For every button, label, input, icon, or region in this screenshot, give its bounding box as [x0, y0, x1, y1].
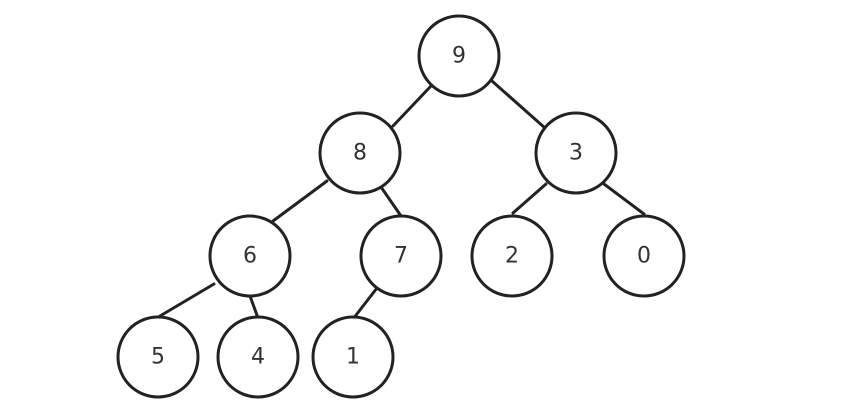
edge-9-8 [391, 84, 433, 128]
node-circle [602, 214, 686, 298]
node-circle [359, 214, 443, 298]
node-circle [417, 14, 501, 98]
tree-node-2: 2 [470, 214, 554, 298]
tree-node-3: 3 [534, 111, 618, 195]
node-label: 0 [637, 244, 651, 269]
node-circle [116, 315, 200, 399]
tree-node-1: 1 [311, 315, 395, 399]
edge-8-7 [379, 185, 403, 218]
node-circle [534, 111, 618, 195]
edge-6-4 [248, 294, 260, 320]
tree-node-4: 4 [216, 315, 300, 399]
tree-node-0: 0 [602, 214, 686, 298]
tree-node-9: 9 [417, 14, 501, 98]
tree-node-5: 5 [116, 315, 200, 399]
node-circle [208, 214, 292, 298]
node-label: 8 [353, 141, 367, 166]
edge-7-1 [351, 286, 379, 321]
edge-9-3 [490, 79, 547, 130]
node-label: 2 [505, 244, 519, 269]
tree-node-8: 8 [318, 111, 402, 195]
node-label: 5 [151, 345, 165, 370]
edge-8-6 [271, 179, 329, 223]
node-label: 1 [346, 345, 360, 370]
tree-node-6: 6 [208, 214, 292, 298]
node-label: 6 [243, 244, 257, 269]
node-label: 4 [251, 345, 265, 370]
node-circle [216, 315, 300, 399]
tree-nodes: 9 8 3 6 7 2 0 5 [116, 14, 686, 399]
node-label: 7 [394, 244, 408, 269]
node-circle [318, 111, 402, 195]
node-label: 3 [569, 141, 583, 166]
node-circle [311, 315, 395, 399]
edge-3-0 [602, 182, 646, 216]
tree-node-7: 7 [359, 214, 443, 298]
edge-6-5 [158, 282, 216, 318]
node-label: 9 [452, 44, 466, 69]
node-circle [470, 214, 554, 298]
edge-3-2 [511, 182, 548, 215]
tree-edges [158, 79, 646, 321]
